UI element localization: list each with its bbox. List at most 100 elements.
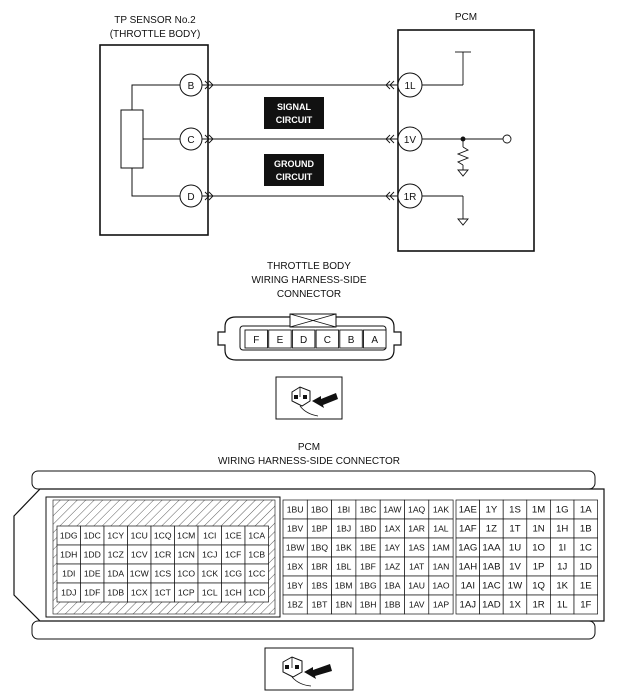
pcm-pin-label-1di: 1DI — [62, 569, 75, 579]
pcm-pin-label-1q: 1Q — [532, 581, 545, 592]
pcm-pin-label-1bn: 1BN — [335, 600, 352, 610]
pcm-pin-label-1cp: 1CP — [178, 588, 195, 598]
pcm-pin-label-1aw: 1AW — [383, 505, 402, 515]
pcm-pin-label-1au: 1AU — [408, 581, 425, 591]
tb-pin-f-label: F — [253, 335, 259, 346]
pcm-pin-label-1g: 1G — [556, 505, 569, 516]
pcm-pin-label-1ck: 1CK — [201, 569, 218, 579]
pcm-pin-label-1dc: 1DC — [84, 531, 101, 541]
pcm-pin-label-1cx: 1CX — [131, 588, 148, 598]
pcm-pin-1l-label: 1L — [404, 81, 416, 92]
pcm-title: PCM — [455, 12, 477, 23]
pcm-pin-label-1e: 1E — [580, 581, 592, 592]
pcm-pin-1r-label: 1R — [404, 192, 417, 203]
pcm-pin-label-1av: 1AV — [409, 600, 425, 610]
pcm-pin-label-1bt: 1BT — [312, 600, 329, 610]
pcm-pin-label-1ba: 1BA — [384, 581, 401, 591]
pcm-pin-label-1ca: 1CA — [248, 531, 265, 541]
ground-circuit-label: GROUND CIRCUIT — [264, 154, 324, 186]
pcm-pin-label-1br: 1BR — [311, 562, 328, 572]
pcm-pin-label-1bl: 1BL — [336, 562, 352, 572]
pcm-pin-label-1dh: 1DH — [60, 550, 77, 560]
pcm-pin-label-1ai: 1AI — [461, 581, 475, 592]
tb-pin-d-cell — [291, 329, 316, 349]
pcm-pin-label-1ak: 1AK — [433, 505, 450, 515]
pcm-pin-label-1bc: 1BC — [360, 505, 377, 515]
pcm-pin-label-1m: 1M — [532, 505, 545, 516]
pcm-pin-label-1ct: 1CT — [155, 588, 172, 598]
sensor-pin-b: B — [179, 73, 203, 97]
pcm-pin-1r: 1R — [397, 183, 423, 209]
tb-pin-d-label: D — [300, 335, 307, 346]
pcm-pin-label-1ch: 1CH — [225, 588, 242, 598]
pcm-pin-label-1aj: 1AJ — [460, 600, 477, 611]
pcm-pin-label-1y: 1Y — [486, 505, 498, 516]
tb-pin-b-cell — [339, 329, 363, 349]
pcm-right-block-cell — [573, 594, 598, 615]
pcm-pin-label-1bg: 1BG — [359, 581, 377, 591]
pcm-pin-label-1ad: 1AD — [482, 600, 501, 611]
pcm-pin-label-1bs: 1BS — [311, 581, 328, 591]
pcm-pin-label-1cn: 1CN — [178, 550, 195, 560]
pcm-pin-label-1cy: 1CY — [107, 531, 124, 541]
pcm-pin-label-1cr: 1CR — [154, 550, 171, 560]
pcm-pin-label-1bx: 1BX — [287, 562, 304, 572]
pcm-pin-label-1cb: 1CB — [248, 550, 265, 560]
tb-pin-e-cell — [268, 329, 292, 349]
pcm-pin-label-1bv: 1BV — [287, 524, 304, 534]
pcm-pin-label-1dg: 1DG — [60, 531, 78, 541]
pcm-pin-label-1bu: 1BU — [287, 505, 304, 515]
sensor-resistor — [120, 109, 144, 169]
pcm-pin-1l: 1L — [397, 72, 423, 98]
signal-circuit-label: SIGNAL CIRCUIT — [264, 97, 324, 129]
pcm-pin-label-1df: 1DF — [84, 588, 100, 598]
pcm-pin-label-1cl: 1CL — [202, 588, 218, 598]
pcm-pin-label-1r: 1R — [532, 600, 544, 611]
pcm-pin-label-1de: 1DE — [84, 569, 101, 579]
tb-pin-a-label: A — [371, 335, 378, 346]
tb-connector-title-line2: WIRING HARNESS-SIDE — [251, 275, 366, 286]
pcm-pin-label-1am: 1AM — [432, 543, 450, 553]
tb-pin-c-cell — [315, 329, 340, 349]
pcm-pin-label-1cc: 1CC — [248, 569, 265, 579]
pcm-pin-label-1z: 1Z — [486, 524, 497, 535]
pcm-pin-label-1l: 1L — [557, 600, 568, 611]
pcm-pin-label-1an: 1AN — [433, 562, 450, 572]
pcm-pin-label-1p: 1P — [533, 562, 545, 573]
pcm-pin-label-1al: 1AL — [433, 524, 449, 534]
connector-view-icon — [275, 376, 343, 420]
pcm-pin-label-1cs: 1CS — [154, 569, 171, 579]
pcm-pin-label-1cd: 1CD — [248, 588, 265, 598]
pcm-pin-label-1bh: 1BH — [360, 600, 377, 610]
pcm-pin-label-1bm: 1BM — [335, 581, 353, 591]
pcm-pin-label-1bd: 1BD — [360, 524, 377, 534]
pcm-pin-label-1ao: 1AO — [432, 581, 450, 591]
pcm-pin-label-1bf: 1BF — [360, 562, 376, 572]
pcm-pin-label-1cj: 1CJ — [202, 550, 217, 560]
pcm-pin-label-1bz: 1BZ — [287, 600, 303, 610]
pcm-connector-view-icon — [264, 647, 354, 691]
pcm-pin-label-1b: 1B — [580, 524, 592, 535]
pcm-pin-label-1bk: 1BK — [336, 543, 353, 553]
pcm-pin-label-1ce: 1CE — [225, 531, 242, 541]
tb-pin-f-cell — [244, 329, 268, 349]
pcm-pin-label-1bw: 1BW — [286, 543, 306, 553]
tb-pin-c-label: C — [324, 335, 331, 346]
pcm-pin-label-1ax: 1AX — [384, 524, 401, 534]
sensor-pin-d: D — [179, 184, 203, 208]
pcm-pin-label-1cf: 1CF — [225, 550, 241, 560]
pcm-pin-label-1as: 1AS — [409, 543, 426, 553]
pcm-pin-label-1ap: 1AP — [433, 600, 450, 610]
pcm-left-block-cell — [244, 582, 269, 603]
pcm-pin-label-1j: 1J — [557, 562, 567, 573]
pcm-pin-label-1dd: 1DD — [84, 550, 101, 560]
tb-pin-e-label: E — [277, 335, 284, 346]
pcm-pin-label-1ab: 1AB — [482, 562, 500, 573]
pcm-pin-label-1v: 1V — [509, 562, 521, 573]
pcm-pin-label-1ac: 1AC — [482, 581, 501, 592]
pcm-pin-label-1cv: 1CV — [131, 550, 148, 560]
tb-pin-b-label: B — [348, 335, 355, 346]
pcm-pin-label-1bb: 1BB — [384, 600, 401, 610]
